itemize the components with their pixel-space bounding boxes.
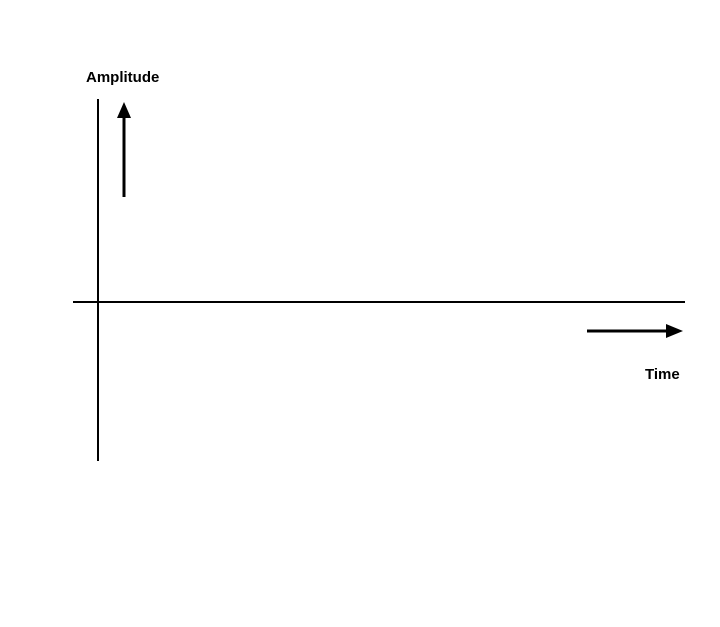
time-arrow-icon <box>587 324 683 338</box>
y-axis-label: Amplitude <box>86 69 160 86</box>
x-axis-label: Time <box>645 366 680 383</box>
amplitude-arrow-icon <box>117 102 131 197</box>
